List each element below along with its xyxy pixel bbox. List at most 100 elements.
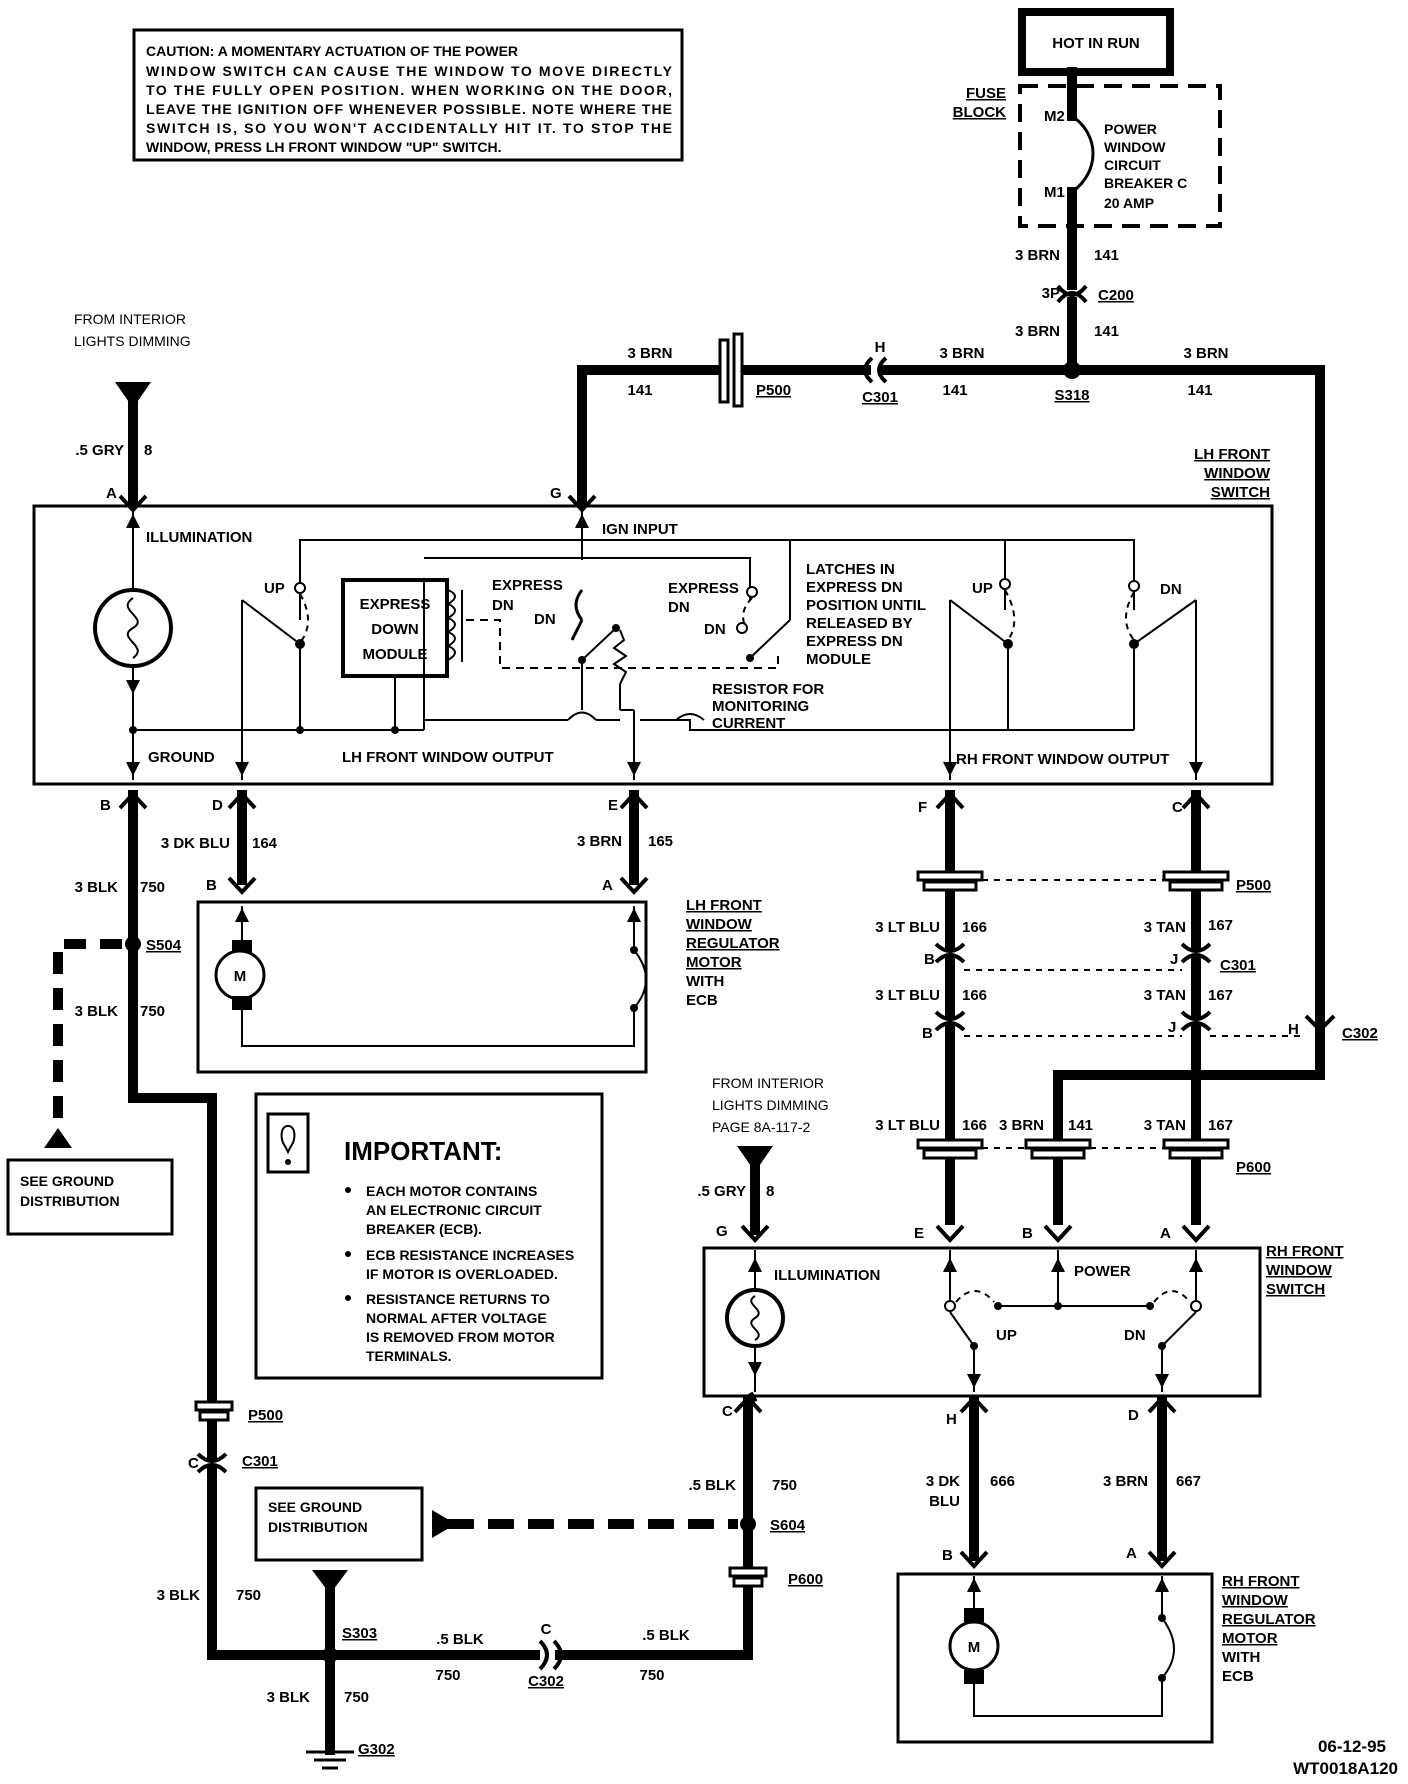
express-module-line-1: EXPRESS — [360, 596, 431, 613]
wire-label-brn-rh: 3 BRN — [999, 1117, 1044, 1134]
fuse-m2-label: M2 — [1044, 108, 1065, 125]
lh-box-rh-up-label: UP — [972, 580, 993, 597]
wire-label-141-1: 141 — [627, 382, 652, 399]
latch-line-4: RELEASED BY — [806, 615, 913, 632]
from-dimming-2-line-1: FROM INTERIOR — [712, 1075, 824, 1091]
caution-line-1: CAUTION: A MOMENTARY ACTUATION OF THE PO… — [146, 43, 518, 59]
rh-switch-illumination: ILLUMINATION — [774, 1267, 880, 1284]
lh-switch-pin-g: G — [550, 485, 562, 502]
c301-top-label: C301 — [862, 389, 898, 406]
important-title: IMPORTANT: — [344, 1136, 502, 1166]
lh-switch-title-2: WINDOW — [1204, 465, 1271, 482]
s504-label: S504 — [146, 937, 182, 954]
wire-label-tan-2: 3 TAN — [1144, 987, 1186, 1004]
lh-switch-ign-label: IGN INPUT — [602, 521, 678, 538]
resistor-line-2: MONITORING — [712, 698, 809, 715]
lh-motor-title-4: MOTOR — [686, 954, 742, 971]
p500-lower-label: P500 — [248, 1407, 283, 1424]
rh-motor-with: WITH — [1222, 1649, 1260, 1666]
p600-lower-label: P600 — [788, 1571, 823, 1588]
c302-connector — [934, 1010, 1336, 1037]
lh-switch-bottom-pins — [118, 791, 1211, 810]
ground-distribution-1: SEE GROUND DISTRIBUTION — [6, 1158, 174, 1236]
express-module-line-2: DOWN — [371, 621, 419, 638]
wire-label-brn-fuse: 3 BRN — [1015, 247, 1060, 264]
wire-label-brn-667: 3 BRN — [1103, 1473, 1148, 1490]
p500-lower-connector: P500 — [194, 1400, 283, 1424]
wire-label-brn-2: 3 BRN — [939, 345, 984, 362]
wire-label-gray8-circuit: 8 — [144, 442, 152, 459]
wire-label-750-1: 750 — [140, 879, 165, 896]
wire-label-blk5-3: .5 BLK — [642, 1627, 690, 1644]
caution-line-4: LEAVE THE IGNITION OFF WHENEVER POSSIBLE… — [146, 101, 672, 117]
wire-label-750-7: 750 — [344, 1689, 369, 1706]
p500-mid-connector: P500 — [916, 870, 1271, 894]
caution-line-2: WINDOW SWITCH CAN CAUSE THE WINDOW TO MO… — [146, 63, 673, 79]
wire-label-166-2: 166 — [962, 987, 987, 1004]
wire-label-141-fuse: 141 — [1094, 247, 1119, 264]
rh-window-motor: B A M RH FRONT WINDOW REGULATOR MOTOR WI… — [896, 1545, 1316, 1744]
wire-label-brn-fuse2: 3 BRN — [1015, 323, 1060, 340]
lh-motor-pin-b: B — [206, 877, 217, 894]
rh-motor-pin-a: A — [1126, 1545, 1137, 1562]
wire-label-blk-1: 3 BLK — [75, 879, 119, 896]
lh-motor-ecb: ECB — [686, 992, 718, 1009]
fuse-block: FUSE BLOCK M2 M1 POWER WINDOW CIRCUIT BR… — [953, 84, 1222, 228]
wire-label-tan-3: 3 TAN — [1144, 1117, 1186, 1134]
g302-label: G302 — [358, 1741, 395, 1758]
ground-dist-1-line-2: DISTRIBUTION — [20, 1193, 120, 1209]
c200-label: C200 — [1098, 287, 1134, 304]
wire-label-ltblu-3: 3 LT BLU — [875, 1117, 940, 1134]
lh-motor-pin-a: A — [602, 877, 613, 894]
lh-express-label-2: DN — [492, 597, 514, 614]
c301-lower-label: C301 — [242, 1453, 278, 1470]
breaker-label-4: BREAKER C — [1104, 175, 1187, 191]
breaker-amp-label: 20 AMP — [1104, 195, 1154, 211]
g302-ground — [306, 1750, 354, 1770]
ground-dist-2-line-1: SEE GROUND — [268, 1499, 362, 1515]
lh-pin-f: F — [918, 799, 927, 816]
from-dimming-1: FROM INTERIOR LIGHTS DIMMING — [74, 311, 191, 408]
rh-switch-up: UP — [996, 1327, 1017, 1344]
rh-switch-title-1: RH FRONT — [1266, 1243, 1344, 1260]
rh-pin-d: D — [1128, 1407, 1139, 1424]
wire-label-750-4: 750 — [236, 1587, 261, 1604]
p600-lower-connector: P600 — [728, 1566, 823, 1588]
lh-pin-b: B — [100, 797, 111, 814]
lh-pin-e: E — [608, 797, 618, 814]
footer-date: 06-12-95 — [1318, 1737, 1386, 1756]
wire-label-750-2: 750 — [140, 1003, 165, 1020]
wire-label-brn-e: 3 BRN — [577, 833, 622, 850]
rh-switch-title-3: SWITCH — [1266, 1281, 1325, 1298]
rh-pin-e: E — [914, 1225, 924, 1242]
lh-switch-title-3: SWITCH — [1211, 484, 1270, 501]
wires — [128, 67, 1325, 1755]
latch-line-1: LATCHES IN — [806, 561, 895, 578]
express-module-line-3: MODULE — [363, 646, 428, 663]
rh-switch-top-pins — [740, 1224, 1211, 1243]
c302-lower-pin: C — [541, 1621, 552, 1638]
wire-label-167-1: 167 — [1208, 917, 1233, 934]
dimming-arrow-1 — [115, 382, 151, 408]
c301-mid-pin-j: J — [1170, 951, 1178, 968]
wire-label-brn-1: 3 BRN — [627, 345, 672, 362]
from-dimming-1-line-1: FROM INTERIOR — [74, 311, 186, 327]
lh-box-rh-dn-label: DN — [1160, 581, 1182, 598]
latch-line-2: EXPRESS DN — [806, 579, 903, 596]
c301-mid-connector — [934, 942, 1212, 971]
from-dimming-2: FROM INTERIOR LIGHTS DIMMING PAGE 8A-117… — [712, 1075, 829, 1172]
hot-in-run-label: HOT IN RUN — [1052, 35, 1140, 52]
lh-motor-m: M — [234, 968, 247, 985]
c301-lower-pin: C — [188, 1455, 199, 1472]
lh-front-window-switch: LH FRONT WINDOW SWITCH A G ILLUMINATION … — [32, 446, 1274, 786]
c301-mid-pin-b: B — [924, 951, 935, 968]
p500-top-connector: P500 — [718, 332, 791, 408]
fuse-m1-label: M1 — [1044, 184, 1065, 201]
important-item-3-line-2: NORMAL AFTER VOLTAGE — [366, 1310, 547, 1326]
p600-rh-label: P600 — [1236, 1159, 1271, 1176]
ground-dist-2-line-2: DISTRIBUTION — [268, 1519, 368, 1535]
ground-dist-1-line-1: SEE GROUND — [20, 1173, 114, 1189]
rh-front-window-switch: RH FRONT WINDOW SWITCH ILLUMINATION POWE… — [702, 1243, 1344, 1398]
lh-motor-title-1: LH FRONT — [686, 897, 762, 914]
important-box: IMPORTANT: EACH MOTOR CONTAINS AN ELECTR… — [254, 1092, 604, 1380]
